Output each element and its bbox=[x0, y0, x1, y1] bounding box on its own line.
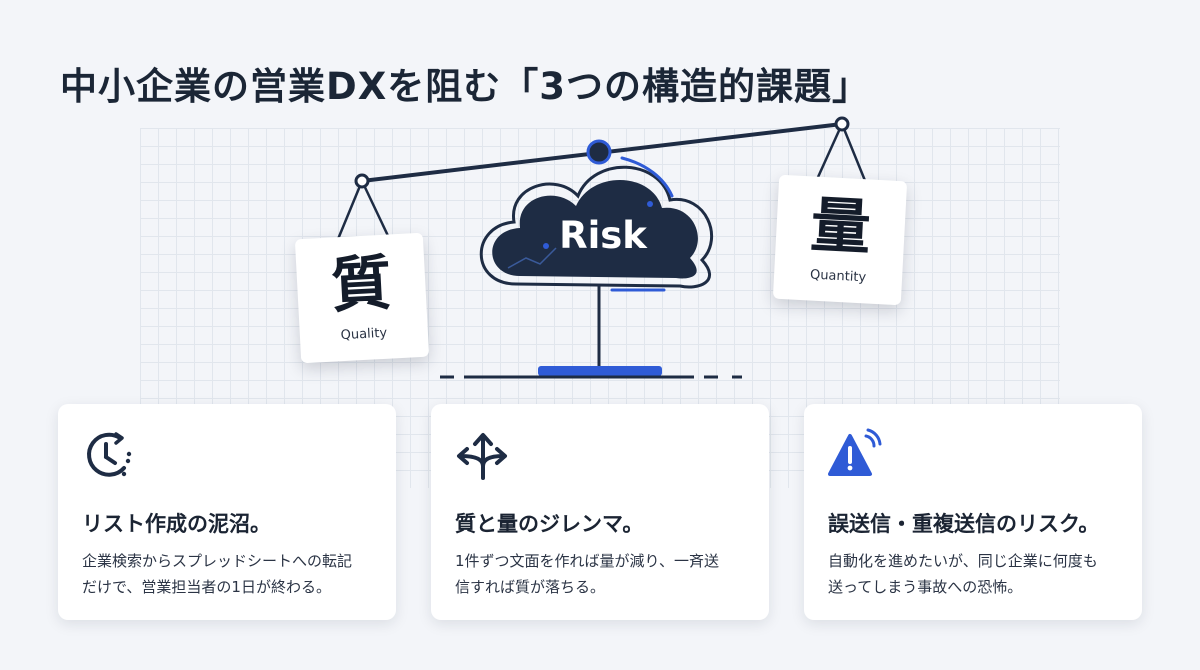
card-description: 1件ずつ文面を作れば量が減り、一斉送 信すれば質が落ちる。 bbox=[455, 548, 755, 600]
cloud-dot-1 bbox=[543, 243, 549, 249]
problem-card-missend-risk: 誤送信・重複送信のリスク。 自動化を進めたいが、同じ企業に何度も 送ってしまう事… bbox=[804, 404, 1142, 620]
cloud-accent-arc-top bbox=[620, 156, 674, 198]
cloud-outline bbox=[479, 165, 714, 289]
left-string-a bbox=[334, 180, 364, 245]
card-heading: 質と量のジレンマ。 bbox=[455, 512, 644, 536]
card-description-line: だけで、営業担当者の1日が終わる。 bbox=[82, 578, 331, 596]
scale-base bbox=[538, 366, 662, 376]
left-string-b bbox=[360, 180, 392, 241]
page-title: 中小企業の営業DXを阻む「3つの構造的課題」 bbox=[60, 65, 870, 108]
warning-icon bbox=[828, 428, 882, 476]
quality-kanji: 質 bbox=[329, 247, 394, 322]
quantity-label: Quantity bbox=[809, 266, 867, 285]
card-description-line: 企業検索からスプレッドシートへの転記 bbox=[82, 552, 353, 570]
split-arrows-icon bbox=[457, 433, 507, 480]
problem-card-list-building: リスト作成の泥沼。 企業検索からスプレッドシートへの転記 だけで、営業担当者の1… bbox=[58, 404, 396, 620]
card-description: 自動化を進めたいが、同じ企業に何度も 送ってしまう事故への恐怖。 bbox=[828, 548, 1128, 600]
card-description-line: 自動化を進めたいが、同じ企業に何度も bbox=[828, 552, 1098, 570]
quantity-sign: 量 Quantity bbox=[772, 174, 908, 306]
quality-label: Quality bbox=[340, 325, 388, 343]
quality-sign: 質 Quality bbox=[294, 232, 430, 364]
card-description-line: 信すれば質が落ちる。 bbox=[455, 578, 606, 596]
scale-pivot bbox=[586, 139, 612, 165]
cloud-mini-chart bbox=[507, 247, 557, 269]
left-hook bbox=[354, 173, 370, 189]
card-description: 企業検索からスプレッドシートへの転記 だけで、営業担当者の1日が終わる。 bbox=[82, 548, 382, 600]
card-heading: 誤送信・重複送信のリスク。 bbox=[828, 512, 1100, 536]
card-description-line: 送ってしまう事故への恐怖。 bbox=[828, 578, 1023, 596]
right-hook bbox=[834, 116, 850, 132]
right-string-b bbox=[840, 123, 870, 189]
card-description-line: 1件ずつ文面を作れば量が減り、一斉送 bbox=[455, 552, 719, 570]
cloud-dot-2 bbox=[647, 201, 653, 207]
problem-card-quality-quantity: 質と量のジレンマ。 1件ずつ文面を作れば量が減り、一斉送 信すれば質が落ちる。 bbox=[431, 404, 769, 620]
quantity-kanji: 量 bbox=[808, 189, 873, 264]
right-string-a bbox=[812, 123, 844, 187]
clock-icon bbox=[87, 432, 132, 477]
cloud-body bbox=[492, 179, 698, 279]
risk-label: Risk bbox=[559, 214, 647, 257]
card-heading: リスト作成の泥沼。 bbox=[82, 512, 271, 536]
